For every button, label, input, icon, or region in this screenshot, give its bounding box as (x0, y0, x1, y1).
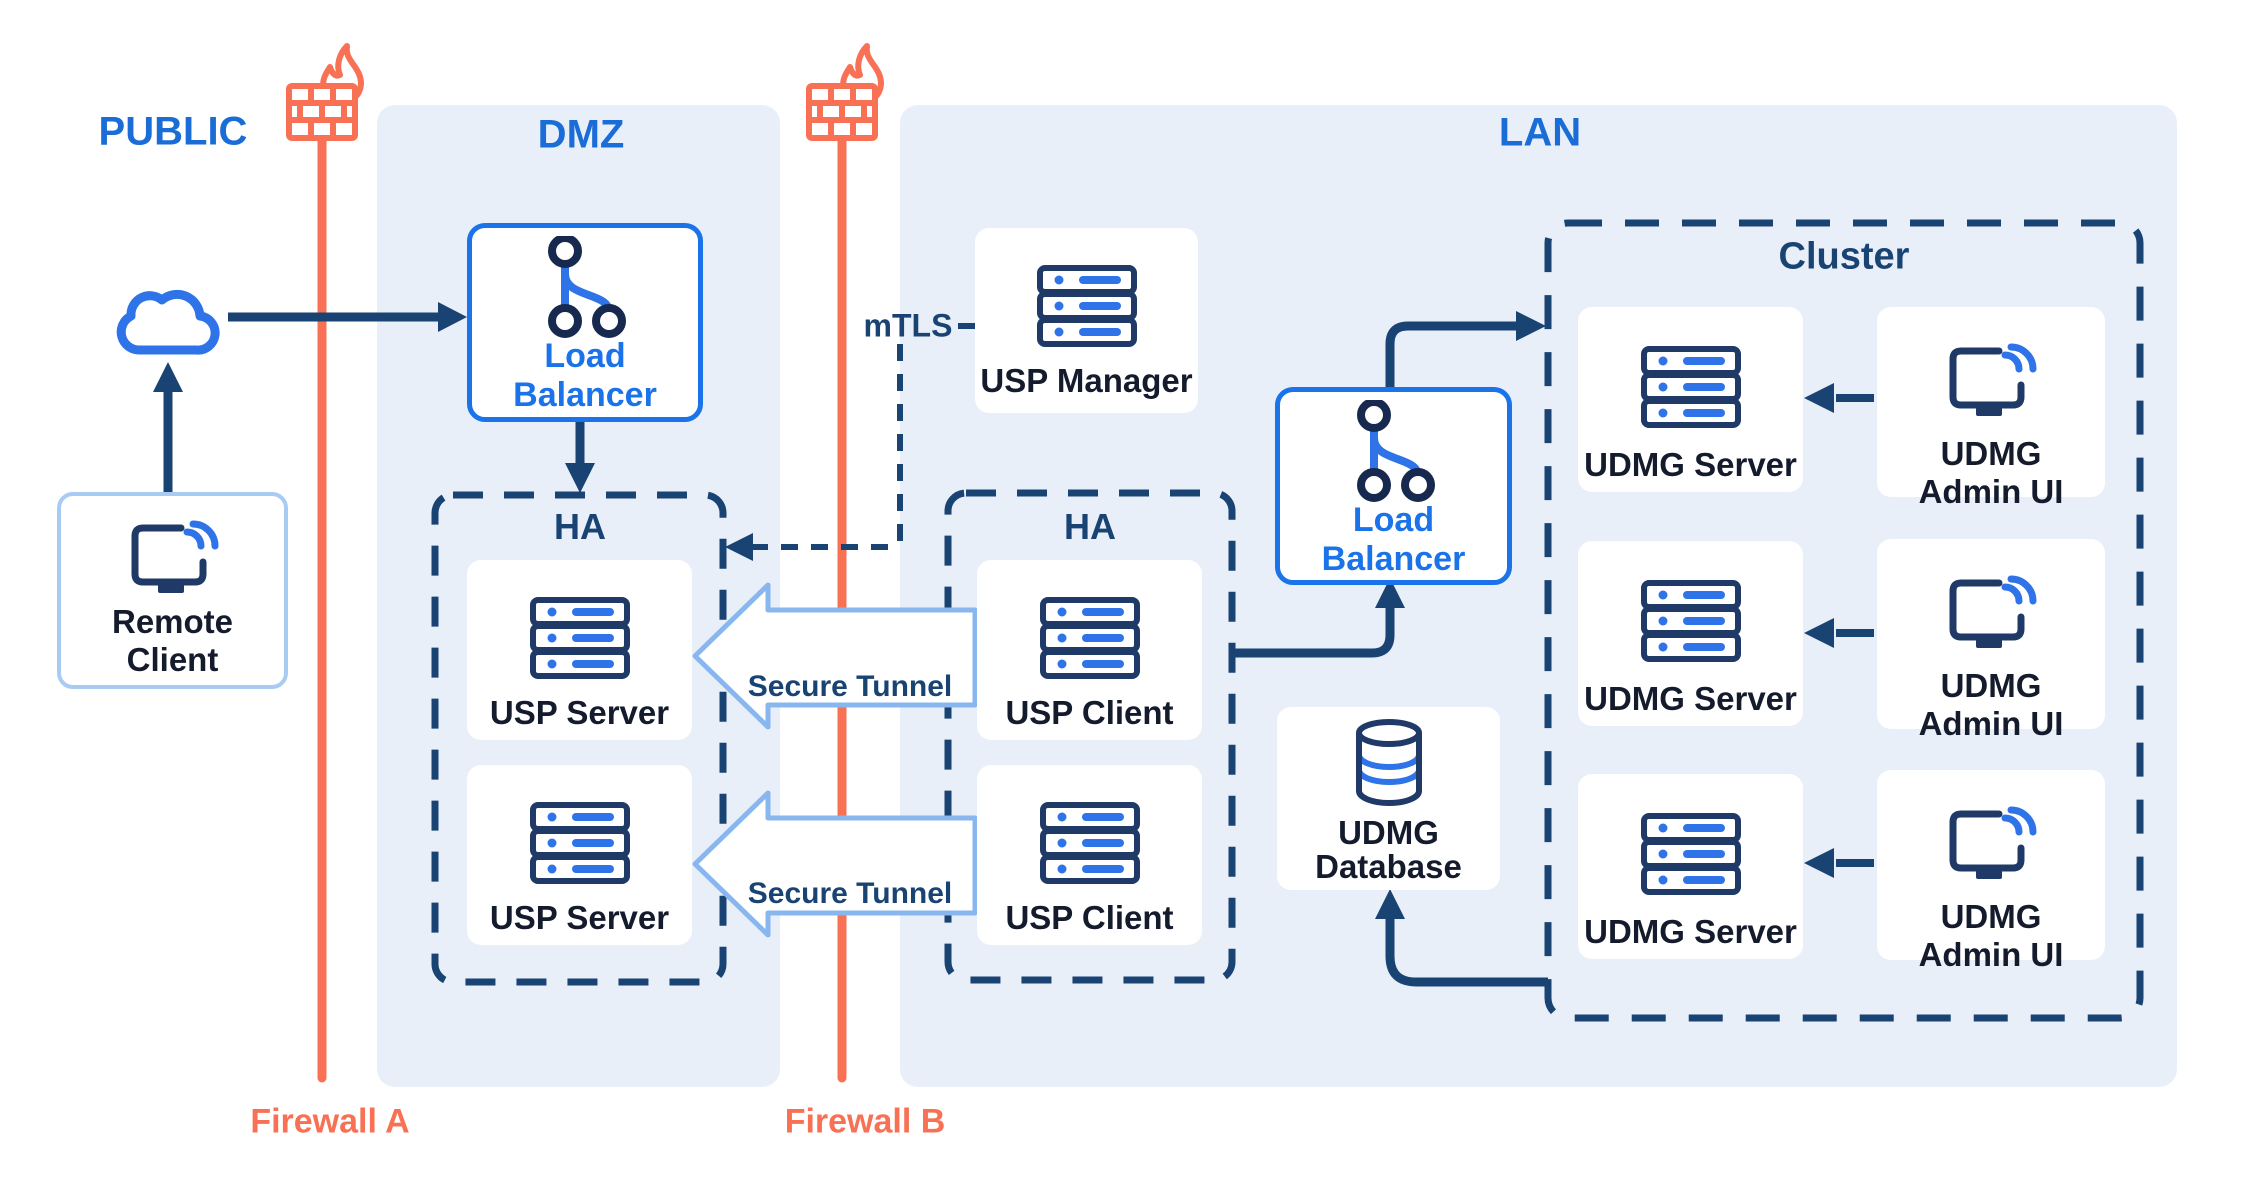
lb-to-ha-arrowhead (565, 463, 595, 493)
cluster-to-database-arrowhead (1375, 889, 1405, 919)
udmg-admin-ui-2-label-line1: UDMG (1940, 667, 2042, 704)
udmg-admin-ui-1-label-line2: Admin UI (1918, 473, 2064, 510)
server-rack-icon (1036, 265, 1137, 347)
usp-manager-label: USP Manager (980, 362, 1193, 399)
server-rack-icon (529, 802, 630, 884)
admin-ui-monitor-icon (1949, 806, 2037, 879)
load-balancer-dmz-label-line2: Balancer (513, 376, 657, 414)
usp-client-1-label: USP Client (1005, 694, 1174, 731)
udmg-database-label-line2: Database (1315, 848, 1462, 885)
udmg-admin-ui-3-label-line1: UDMG (1940, 898, 2042, 935)
udmg-database-box[interactable]: UDMG Database (1277, 707, 1500, 890)
database-icon (1355, 719, 1422, 806)
zone-label-dmz: DMZ (537, 112, 625, 157)
client-to-cloud-arrowhead (153, 362, 183, 392)
udmg-server-1-box[interactable]: UDMG Server (1578, 307, 1803, 492)
usp-client-1-box[interactable]: USP Client (977, 560, 1202, 740)
admin-to-server-arrowhead-2 (1804, 618, 1834, 648)
secure-tunnel-arrow-1 (692, 582, 978, 730)
zone-label-public: PUBLIC (98, 109, 248, 154)
udmg-admin-ui-3-box[interactable]: UDMG Admin UI (1877, 770, 2105, 973)
usp-client-2-box[interactable]: USP Client (977, 765, 1202, 945)
cloud-icon (116, 289, 220, 355)
ha-to-lb-arrowhead (1375, 578, 1405, 608)
load-balancer-icon (548, 236, 626, 338)
ha-dmz-border (431, 491, 727, 986)
load-balancer-lan-box[interactable]: Load Balancer (1275, 387, 1512, 585)
admin-to-server-arrowhead-3 (1804, 848, 1834, 878)
load-balancer-lan-label-line2: Balancer (1321, 540, 1466, 578)
udmg-database-label-line1: UDMG (1338, 814, 1439, 851)
firewall-icon-b (806, 43, 884, 141)
firewall-b-label: Firewall B (784, 1102, 946, 1141)
udmg-admin-ui-1-box[interactable]: UDMG Admin UI (1877, 307, 2105, 510)
server-rack-icon (1039, 802, 1140, 884)
udmg-server-3-label: UDMG Server (1584, 913, 1797, 950)
server-rack-icon (1640, 346, 1741, 428)
remote-client-label-line1: Remote (111, 603, 234, 640)
usp-manager-box[interactable]: USP Manager (975, 228, 1198, 413)
usp-server-1-box[interactable]: USP Server (467, 560, 692, 740)
server-rack-icon (529, 597, 630, 679)
server-rack-icon (1039, 597, 1140, 679)
admin-to-server-arrowhead-1 (1804, 383, 1834, 413)
udmg-server-2-box[interactable]: UDMG Server (1578, 541, 1803, 726)
cloud-to-lb-arrowhead (438, 302, 467, 332)
secure-tunnel-1-label: Secure Tunnel (747, 670, 953, 703)
udmg-admin-ui-3-label-line2: Admin UI (1918, 936, 2064, 973)
ha-lan-border (944, 489, 1236, 984)
load-balancer-dmz-label-line1: Load (544, 337, 626, 375)
udmg-admin-ui-2-box[interactable]: UDMG Admin UI (1877, 539, 2105, 742)
udmg-admin-ui-1-label-line1: UDMG (1940, 435, 2042, 472)
udmg-server-2-label: UDMG Server (1584, 680, 1797, 717)
load-balancer-lan-label-line1: Load (1352, 501, 1435, 539)
usp-server-1-label: USP Server (489, 694, 670, 731)
usp-client-2-label: USP Client (1005, 899, 1174, 936)
firewall-icon-a (286, 43, 364, 141)
firewall-a-label: Firewall A (250, 1102, 410, 1141)
server-rack-icon (1640, 813, 1741, 895)
usp-server-2-box[interactable]: USP Server (467, 765, 692, 945)
cluster-label: Cluster (1778, 235, 1910, 278)
load-balancer-icon (1356, 400, 1435, 502)
usp-server-2-label: USP Server (489, 899, 670, 936)
ha-to-lb-line (1232, 600, 1395, 658)
udmg-server-3-box[interactable]: UDMG Server (1578, 774, 1803, 959)
secure-tunnel-2-label: Secure Tunnel (747, 877, 953, 910)
lb-to-cluster-arrowhead (1516, 311, 1546, 341)
admin-ui-monitor-icon (1949, 343, 2037, 416)
udmg-server-1-label: UDMG Server (1584, 446, 1797, 483)
lb-to-cluster-line (1385, 321, 1516, 387)
udmg-admin-ui-2-label-line2: Admin UI (1918, 705, 2064, 742)
admin-ui-monitor-icon (1949, 575, 2037, 648)
remote-client-label-line2: Client (126, 641, 219, 678)
load-balancer-dmz-box[interactable]: Load Balancer (467, 223, 703, 422)
remote-client-monitor-icon (131, 520, 218, 593)
server-rack-icon (1640, 580, 1741, 662)
secure-tunnel-arrow-2 (692, 790, 978, 938)
mtls-dashed-line (751, 323, 975, 550)
mtls-label: mTLS (863, 307, 953, 344)
ha-dmz-label: HA (554, 506, 606, 547)
cluster-to-database-line (1385, 904, 1548, 987)
remote-client-box[interactable]: Remote Client (57, 492, 288, 689)
zone-label-lan: LAN (1498, 110, 1582, 155)
ha-lan-label: HA (1064, 506, 1116, 547)
mtls-arrowhead (725, 533, 753, 561)
